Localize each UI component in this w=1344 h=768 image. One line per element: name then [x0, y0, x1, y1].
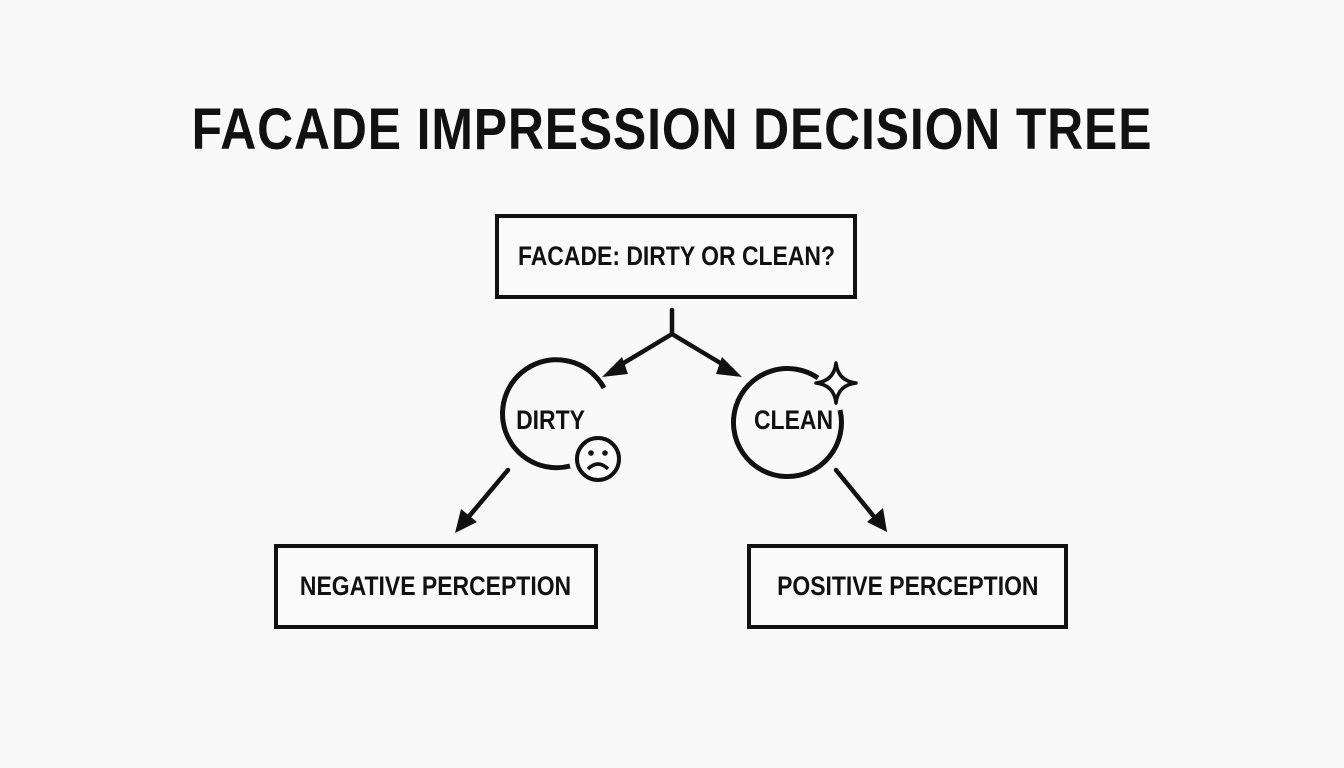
positive-node-label: POSITIVE PERCEPTION	[776, 571, 1039, 601]
clean-node: CLEAN	[738, 405, 848, 436]
clean-circle	[730, 366, 844, 480]
dirty-node: DIRTY	[495, 405, 605, 436]
edge-clean-positive	[833, 467, 879, 522]
arrowhead-positive	[867, 508, 887, 532]
positive-node: POSITIVE PERCEPTION	[747, 544, 1068, 629]
edge-dirty-negative	[463, 467, 511, 523]
diagram-title: FACADE IMPRESSION DECISION TREE	[191, 97, 1153, 162]
negative-node: NEGATIVE PERCEPTION	[274, 544, 598, 629]
sparkle-icon	[814, 361, 858, 405]
sad-face-icon	[575, 436, 621, 482]
arrowhead-negative	[455, 509, 477, 533]
arrowhead-clean	[716, 357, 742, 377]
negative-node-label: NEGATIVE PERCEPTION	[300, 571, 572, 601]
dirty-circle	[500, 357, 607, 471]
clean-node-label: CLEAN	[753, 405, 833, 435]
dirty-node-label: DIRTY	[515, 405, 585, 435]
arrowhead-dirty	[602, 357, 628, 377]
root-node-label: FACADE: DIRTY OR CLEAN?	[517, 241, 835, 271]
root-node: FACADE: DIRTY OR CLEAN?	[495, 214, 857, 299]
